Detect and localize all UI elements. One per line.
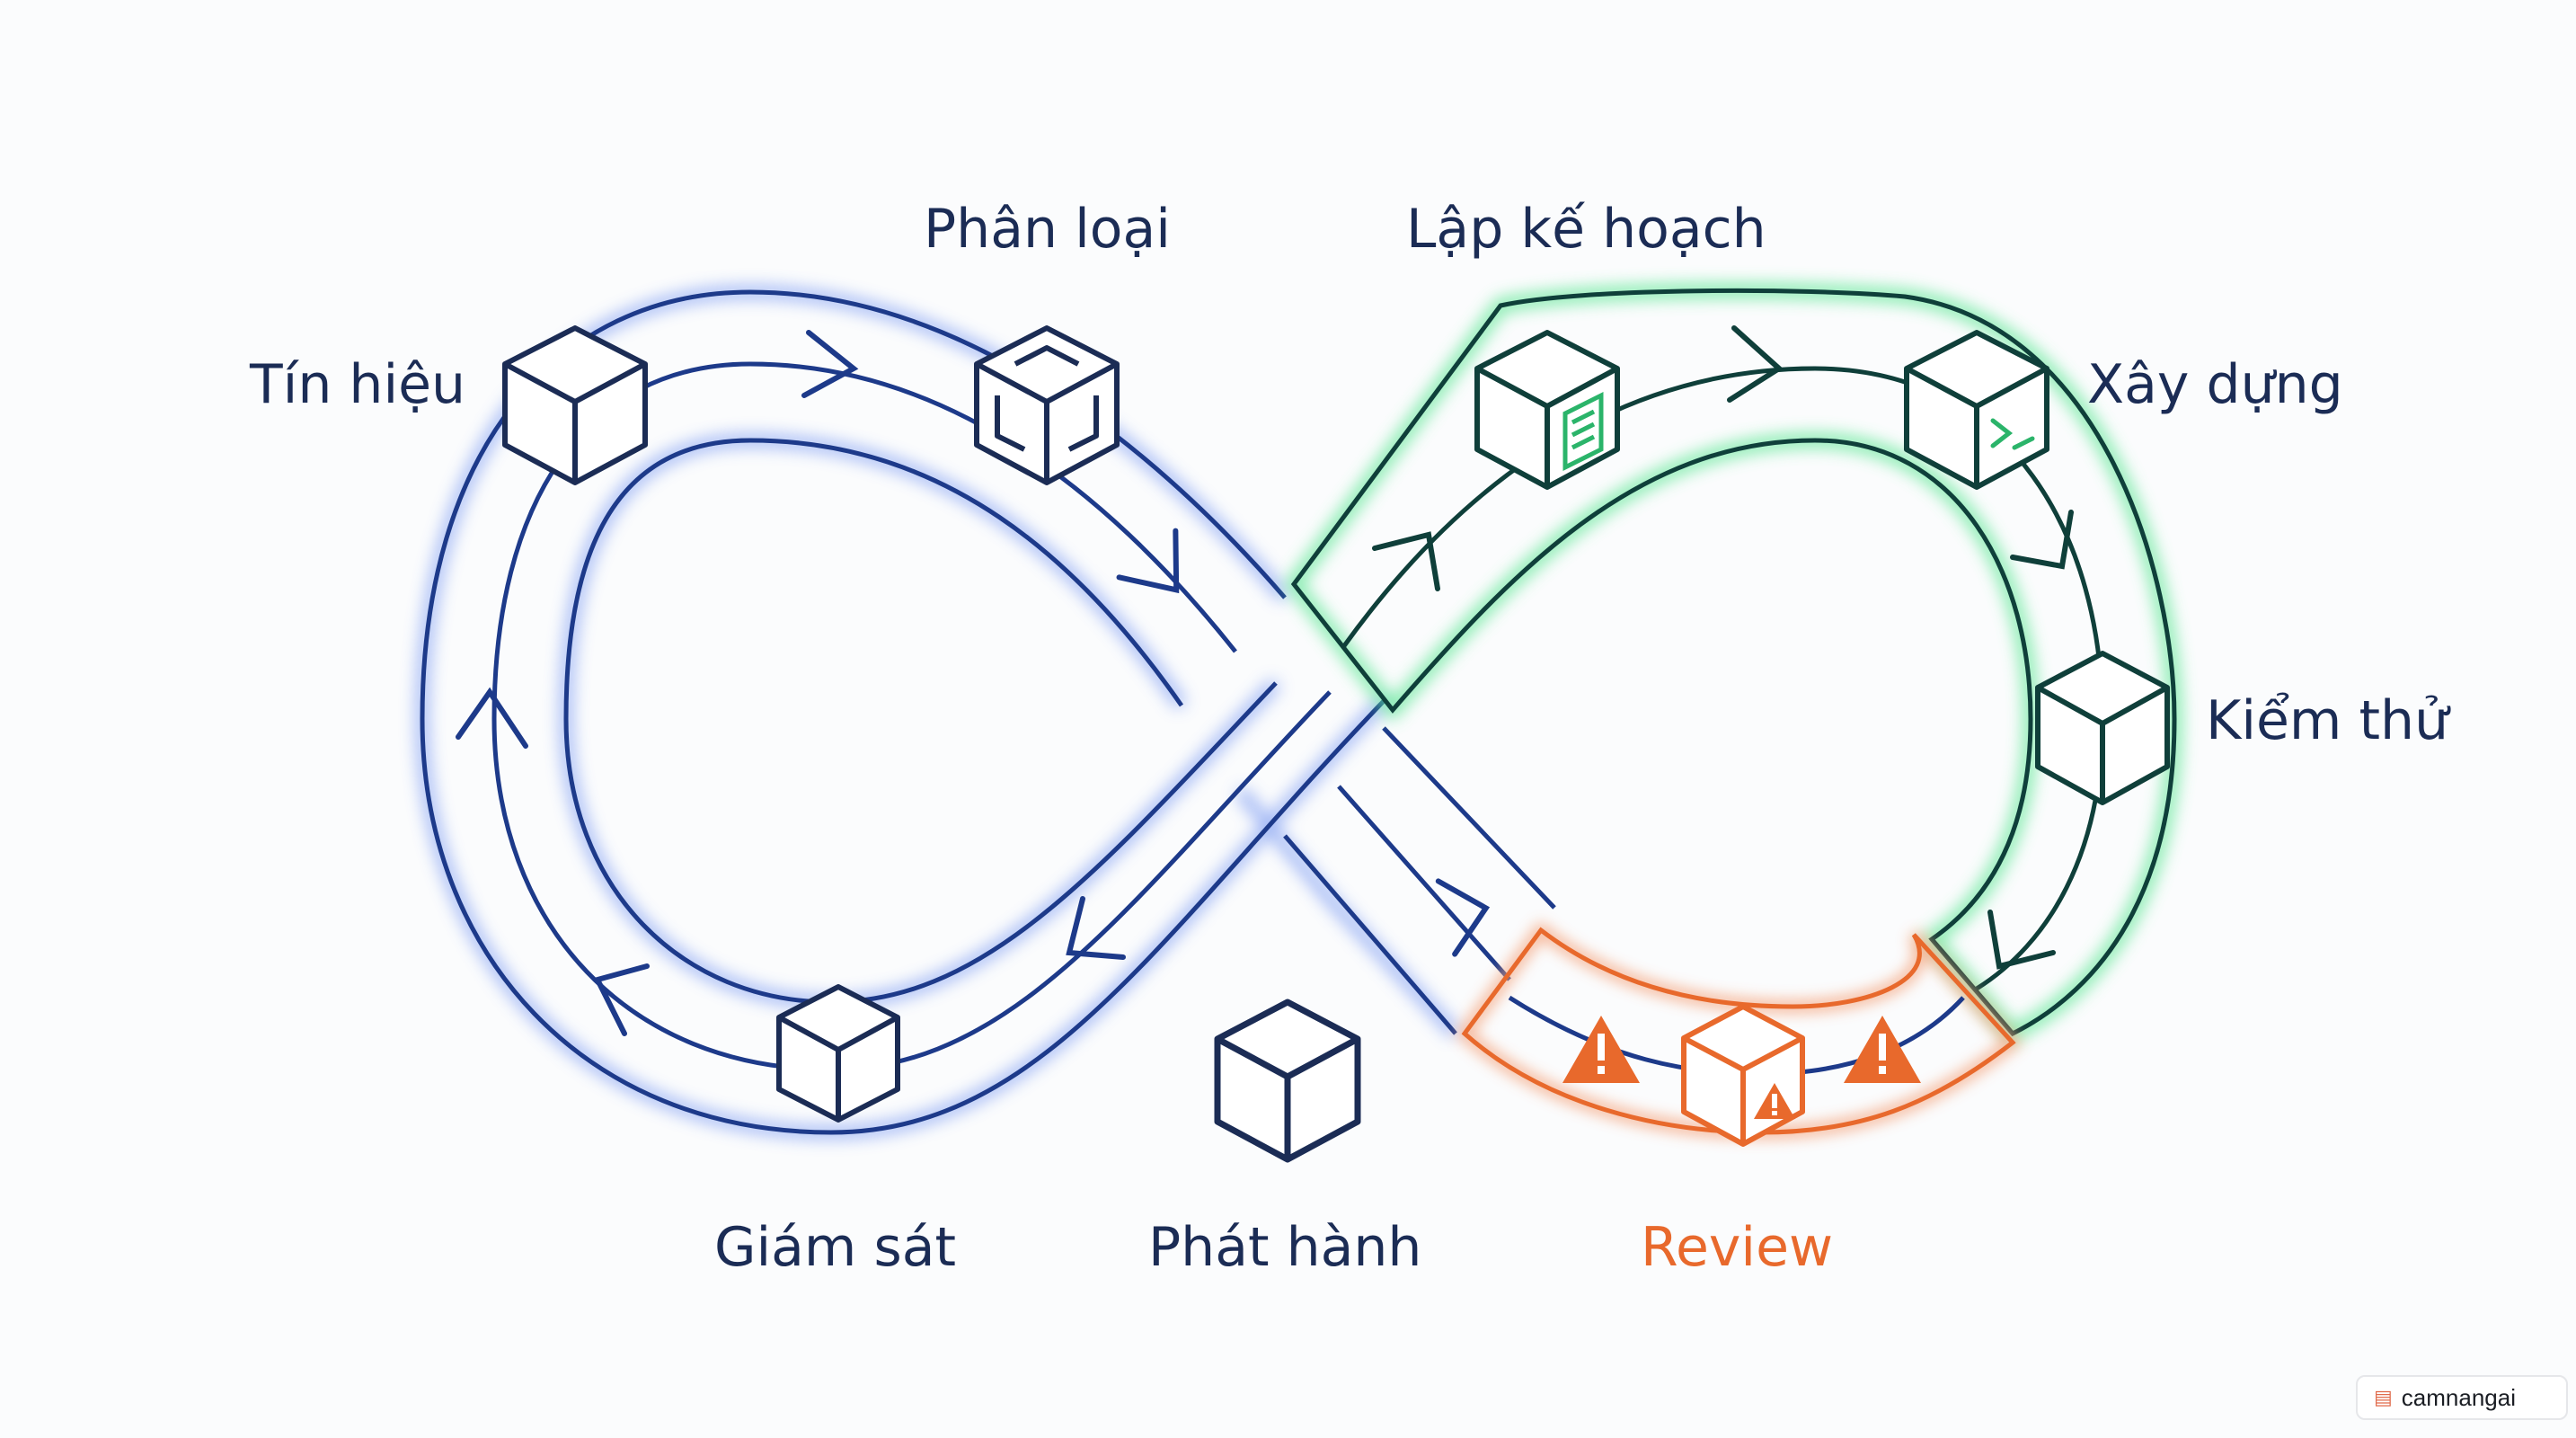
arrow-down-right-green xyxy=(2010,510,2074,570)
stage-label-plan: Lập kế hoạch xyxy=(1406,198,1766,261)
watermark-text: camnangai xyxy=(2401,1383,2516,1411)
cube-icon xyxy=(2035,651,2170,805)
left-loop-center-lane xyxy=(491,361,1332,1072)
arrow-right-top xyxy=(801,330,859,398)
cube-frame-icon xyxy=(974,325,1120,485)
stage-label-build: Xây dựng xyxy=(2087,353,2343,416)
warning-triangle-icon xyxy=(1562,1016,1640,1083)
book-icon: ▤ xyxy=(2374,1386,2393,1408)
stage-label-classify: Phân loại xyxy=(924,198,1171,261)
arrow-up-left xyxy=(456,687,528,749)
stage-label-signal: Tín hiệu xyxy=(250,353,466,416)
stage-label-test: Kiểm thử xyxy=(2206,689,2449,752)
cube-document-icon xyxy=(1474,330,1620,490)
arrow-down-left-green xyxy=(1987,910,2056,970)
arrow-down-right xyxy=(1116,528,1180,594)
watermark-badge: ▤ camnangai xyxy=(2356,1375,2568,1420)
left-loop-inner-edge xyxy=(563,438,1278,1005)
cube-terminal-icon xyxy=(1904,330,2049,490)
left-loop-arrows xyxy=(456,330,1491,1036)
arrow-up-right-green xyxy=(1372,531,1440,591)
cube-icon xyxy=(1214,999,1361,1163)
arrow-down-left xyxy=(1066,896,1126,960)
stage-label-review: Review xyxy=(1641,1216,1834,1279)
arrow-right-top-green xyxy=(1727,325,1784,403)
review-band xyxy=(1461,927,2016,1135)
arrow-left-bottom xyxy=(593,963,650,1036)
left-loop xyxy=(415,285,1556,1140)
stage-label-monitor: Giám sát xyxy=(714,1216,957,1279)
arrow-up-crossing xyxy=(1435,878,1491,957)
right-loop-arrows xyxy=(1372,325,2074,970)
stage-label-release: Phát hành xyxy=(1148,1216,1422,1279)
cube-icon xyxy=(776,984,900,1123)
warning-triangle-icon xyxy=(1844,1016,1921,1083)
right-loop-outer-band xyxy=(1290,288,2177,1037)
cube-icon xyxy=(502,325,648,485)
cube-warning-icon xyxy=(1681,1004,1805,1147)
left-loop-outer-edge xyxy=(420,289,1385,1135)
